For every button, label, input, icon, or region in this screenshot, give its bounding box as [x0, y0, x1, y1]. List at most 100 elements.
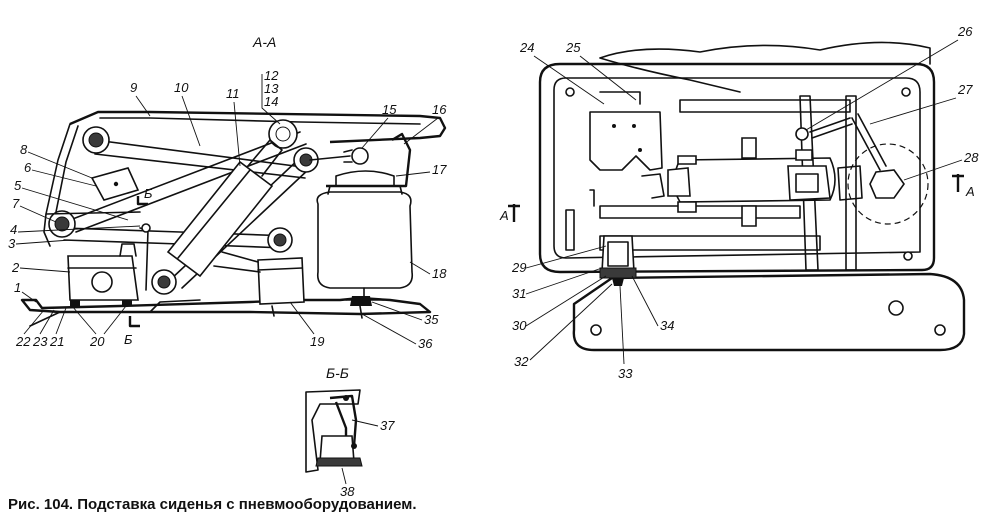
callout-16: 16: [403, 102, 447, 145]
callout-34: 34: [631, 275, 674, 333]
section-aa-view: А-А: [20, 34, 447, 347]
svg-text:32: 32: [514, 354, 529, 369]
svg-text:3: 3: [8, 236, 16, 251]
svg-text:А: А: [499, 208, 509, 223]
frame-side: [799, 95, 857, 271]
seat-pan: [69, 110, 447, 144]
callout-29: 29: [511, 245, 607, 275]
upper-arm-10: [94, 139, 311, 179]
svg-text:30: 30: [512, 318, 527, 333]
section-aa-title: А-А: [252, 34, 276, 50]
svg-text:29: 29: [511, 260, 526, 275]
svg-text:22: 22: [15, 334, 31, 349]
svg-text:23: 23: [32, 334, 48, 349]
svg-text:21: 21: [49, 334, 64, 349]
bb-nut: [315, 457, 363, 467]
svg-text:17: 17: [432, 162, 447, 177]
callout-28: 28: [903, 150, 979, 181]
callout-10: 10: [174, 80, 201, 147]
svg-text:1: 1: [14, 280, 21, 295]
callout-26: 26: [805, 24, 973, 131]
svg-text:26: 26: [957, 24, 973, 39]
ball-joint-15: [343, 147, 369, 165]
section-bb-mark: Б Б: [124, 186, 153, 347]
svg-text:13: 13: [264, 81, 279, 96]
seat-pan-inner: [99, 117, 421, 125]
right-callouts: 24 25 26 27 28 29 30 31 32 33 34: [511, 24, 979, 381]
callout-2: 2: [11, 260, 71, 275]
hose-27: [851, 113, 887, 171]
pivot-mid: [268, 119, 298, 149]
pneumo-line: [213, 251, 261, 273]
callout-3: 3: [8, 236, 71, 251]
svg-text:10: 10: [174, 80, 189, 95]
callout-14: 14: [261, 74, 281, 125]
svg-text:12: 12: [264, 68, 279, 83]
svg-text:5: 5: [14, 178, 22, 193]
callout-23: 23: [32, 309, 55, 349]
callout-36: 36: [361, 313, 433, 351]
svg-text:25: 25: [565, 40, 581, 55]
valve-29-34: [599, 235, 637, 286]
callout-7: 7: [12, 196, 57, 223]
callout-19: 19: [289, 301, 324, 349]
air-spring-18: [316, 170, 414, 301]
base-plate-edge: [29, 299, 201, 327]
inner-bracket: [589, 111, 663, 171]
svg-text:А: А: [965, 184, 975, 199]
svg-text:31: 31: [512, 286, 526, 301]
callout-11: 11: [226, 86, 241, 167]
callout-17: 17: [395, 162, 447, 177]
callout-15: 15: [361, 102, 397, 149]
bolts: [677, 137, 813, 227]
svg-text:6: 6: [24, 160, 32, 175]
inner-housing: [553, 77, 921, 259]
adjust-knob-28: [847, 143, 929, 225]
svg-text:7: 7: [12, 196, 20, 211]
callout-35: 35: [371, 301, 439, 327]
hose-fitting: [599, 91, 665, 199]
svg-text:19: 19: [310, 334, 324, 349]
callout-24: 24: [519, 40, 605, 105]
callout-6: 6: [24, 160, 97, 187]
callout-27: 27: [869, 82, 973, 125]
callout-30: 30: [512, 275, 607, 333]
base-fasteners: [70, 296, 372, 319]
svg-text:9: 9: [130, 80, 137, 95]
callout-31: 31: [512, 267, 603, 301]
pivot-bottom: [151, 269, 177, 295]
support-bracket-16: [326, 132, 412, 188]
knob-bracket: [837, 165, 863, 201]
svg-text:14: 14: [264, 94, 278, 109]
svg-text:34: 34: [660, 318, 674, 333]
svg-text:18: 18: [432, 266, 447, 281]
section-bb-view: Б-Б 37 38: [305, 365, 395, 499]
callout-25: 25: [565, 40, 637, 101]
callout-32: 32: [514, 283, 613, 369]
svg-text:4: 4: [10, 222, 17, 237]
nut-28: [869, 169, 905, 199]
callout-18: 18: [409, 261, 447, 281]
figure-caption: Рис. 104. Подставка сиденья с пневмообор…: [8, 496, 417, 513]
base-plate: [20, 296, 432, 316]
section-a-marks: А А: [499, 174, 975, 223]
callout-8: 8: [20, 142, 93, 179]
svg-text:27: 27: [957, 82, 973, 97]
pivot-upper-front: [82, 126, 110, 154]
pivot-rear: [267, 227, 293, 253]
svg-text:24: 24: [519, 40, 534, 55]
svg-text:2: 2: [11, 260, 20, 275]
bb-frame: [305, 389, 361, 473]
seat-front-fold-inner: [55, 125, 79, 213]
shock-absorber: [166, 139, 283, 278]
pivot-mid-low: [293, 147, 319, 173]
callout-13: 13: [264, 81, 279, 96]
svg-text:38: 38: [340, 484, 355, 499]
svg-text:35: 35: [424, 312, 439, 327]
callout-33: 33: [618, 285, 633, 381]
svg-text:8: 8: [20, 142, 28, 157]
frame-rail-top: [679, 99, 851, 113]
svg-text:20: 20: [89, 334, 105, 349]
valve-block-2: [67, 243, 139, 301]
